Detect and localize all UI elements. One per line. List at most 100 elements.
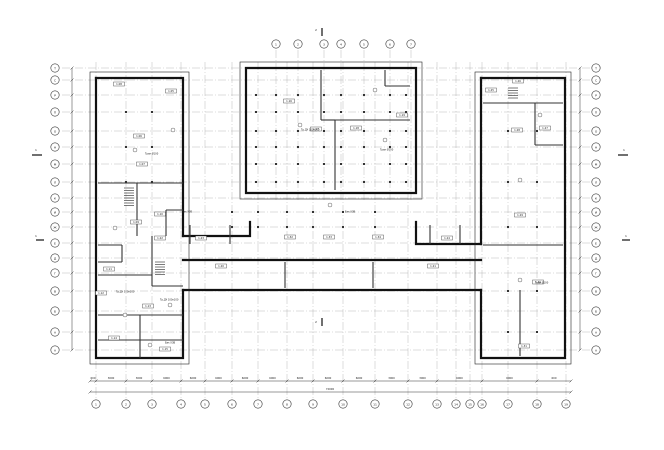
room-tag [485, 87, 497, 93]
right-wing-outline [474, 71, 572, 365]
room-tag [283, 98, 295, 104]
axis-bubble-bottom [176, 399, 186, 409]
axis-bubble-right-label: Л [595, 180, 597, 184]
section-mark-top-label: 2 [315, 28, 317, 32]
fixture-marker [537, 112, 543, 118]
dimension-tick [70, 66, 74, 70]
axis-bubble-right [591, 126, 601, 136]
axis-bubble-bottom [200, 399, 210, 409]
axis-bubble-bottom [227, 399, 237, 409]
dimension-tick [578, 348, 582, 352]
room-tag [512, 78, 524, 84]
plan-note: Трап Ø100 [535, 282, 549, 285]
axis-bubble-left [50, 90, 60, 100]
column [312, 211, 314, 213]
exterior-wall [181, 220, 252, 238]
column [255, 94, 257, 96]
column [507, 290, 509, 292]
column [405, 146, 407, 148]
room-tag-label: 1.18 [353, 126, 359, 130]
room-tag [514, 212, 526, 218]
dimension-tick [70, 309, 74, 313]
dimension-tick [88, 379, 92, 383]
dimension-tick [70, 225, 74, 229]
section-mark-left-lower-label: 1 [35, 234, 37, 238]
room-tag-label: 1.20 [218, 264, 224, 268]
fixture-marker [372, 87, 378, 93]
axis-bubble-left-label: И [54, 210, 56, 214]
axis-bubble-bottom [338, 399, 348, 409]
plan-note: Тр.ДУ 100х100 [301, 129, 320, 132]
dimension-tick [150, 379, 154, 383]
column [275, 111, 277, 113]
room-tag-label: 1.21 [430, 264, 436, 268]
dimension-tick [578, 225, 582, 229]
axis-bubble-top [359, 39, 369, 49]
plan-note: Тр.ДУ 100х100 [160, 299, 179, 302]
axis-bubble-top-label: 5 [363, 42, 365, 46]
room-tag-label: 1.06 [136, 134, 142, 138]
room-tag-label: 1.24 [444, 236, 450, 240]
fixture-marker [297, 122, 303, 128]
room-tag [103, 266, 115, 272]
axis-bubble-left-label: Ж [53, 225, 57, 229]
dimension-value: 6000 [356, 376, 363, 380]
axis-bubble-top-label: 3 [323, 42, 325, 46]
axis-bubble-bottom [308, 399, 318, 409]
room-tag [284, 234, 296, 240]
dimension-value: 6000 [506, 376, 513, 380]
dimension-tick [70, 196, 74, 200]
exterior-wall [414, 220, 483, 246]
dimension-value: 6000 [163, 376, 170, 380]
column [536, 130, 538, 132]
dimension-tick [70, 210, 74, 214]
axis-bubble-right-label: Н [595, 145, 597, 149]
axis-bubble-right [591, 238, 601, 248]
room-tag-label: 1.30 [535, 280, 541, 284]
axis-bubble-bottom-label: 1 [95, 402, 97, 406]
dimension-tick [285, 379, 289, 383]
column [342, 226, 344, 228]
dimension-tick [578, 66, 582, 70]
dimension-tick [578, 210, 582, 214]
room-tag-label: 1.29 [517, 213, 523, 217]
axis-bubble-right-label: Г [595, 271, 597, 275]
room-tag [136, 161, 148, 167]
axis-bubble-top [293, 39, 303, 49]
column [323, 111, 325, 113]
room-tag [372, 234, 384, 240]
axis-bubble-right [591, 207, 601, 217]
axis-bubble-left-label: М [54, 162, 57, 166]
column [231, 226, 233, 228]
room-tag-label: 1.31 [521, 344, 527, 348]
dimension-tick [578, 309, 582, 313]
room-tag [441, 235, 453, 241]
column [286, 226, 288, 228]
dimension-tick [578, 256, 582, 260]
column [405, 94, 407, 96]
room-tag-label: 1.33 [326, 235, 332, 239]
dimension-value: 6000 [190, 376, 197, 380]
axis-bubble-right-label: Р [595, 93, 597, 97]
dimension-tick [203, 379, 207, 383]
room-tag [113, 81, 125, 87]
column [405, 181, 407, 183]
dimension-value: 600 [552, 376, 557, 380]
room-tag [511, 127, 523, 133]
axis-bubble-left-label: С [54, 78, 56, 82]
dimension-value: 3000 [136, 376, 143, 380]
dimension-value: 600 [91, 376, 96, 380]
room-tag [142, 303, 154, 309]
axis-bubble-left [50, 345, 60, 355]
column [536, 226, 538, 228]
column [389, 146, 391, 148]
column [363, 130, 365, 132]
left-wing-outline [89, 71, 190, 365]
dimension-tick [70, 110, 74, 114]
dimension-tick [230, 379, 234, 383]
axis-bubble-bottom [432, 399, 442, 409]
axis-bubble-bottom [451, 399, 461, 409]
column [275, 94, 277, 96]
axis-bubble-left [50, 306, 60, 316]
axis-bubble-top-label: 1 [275, 42, 277, 46]
